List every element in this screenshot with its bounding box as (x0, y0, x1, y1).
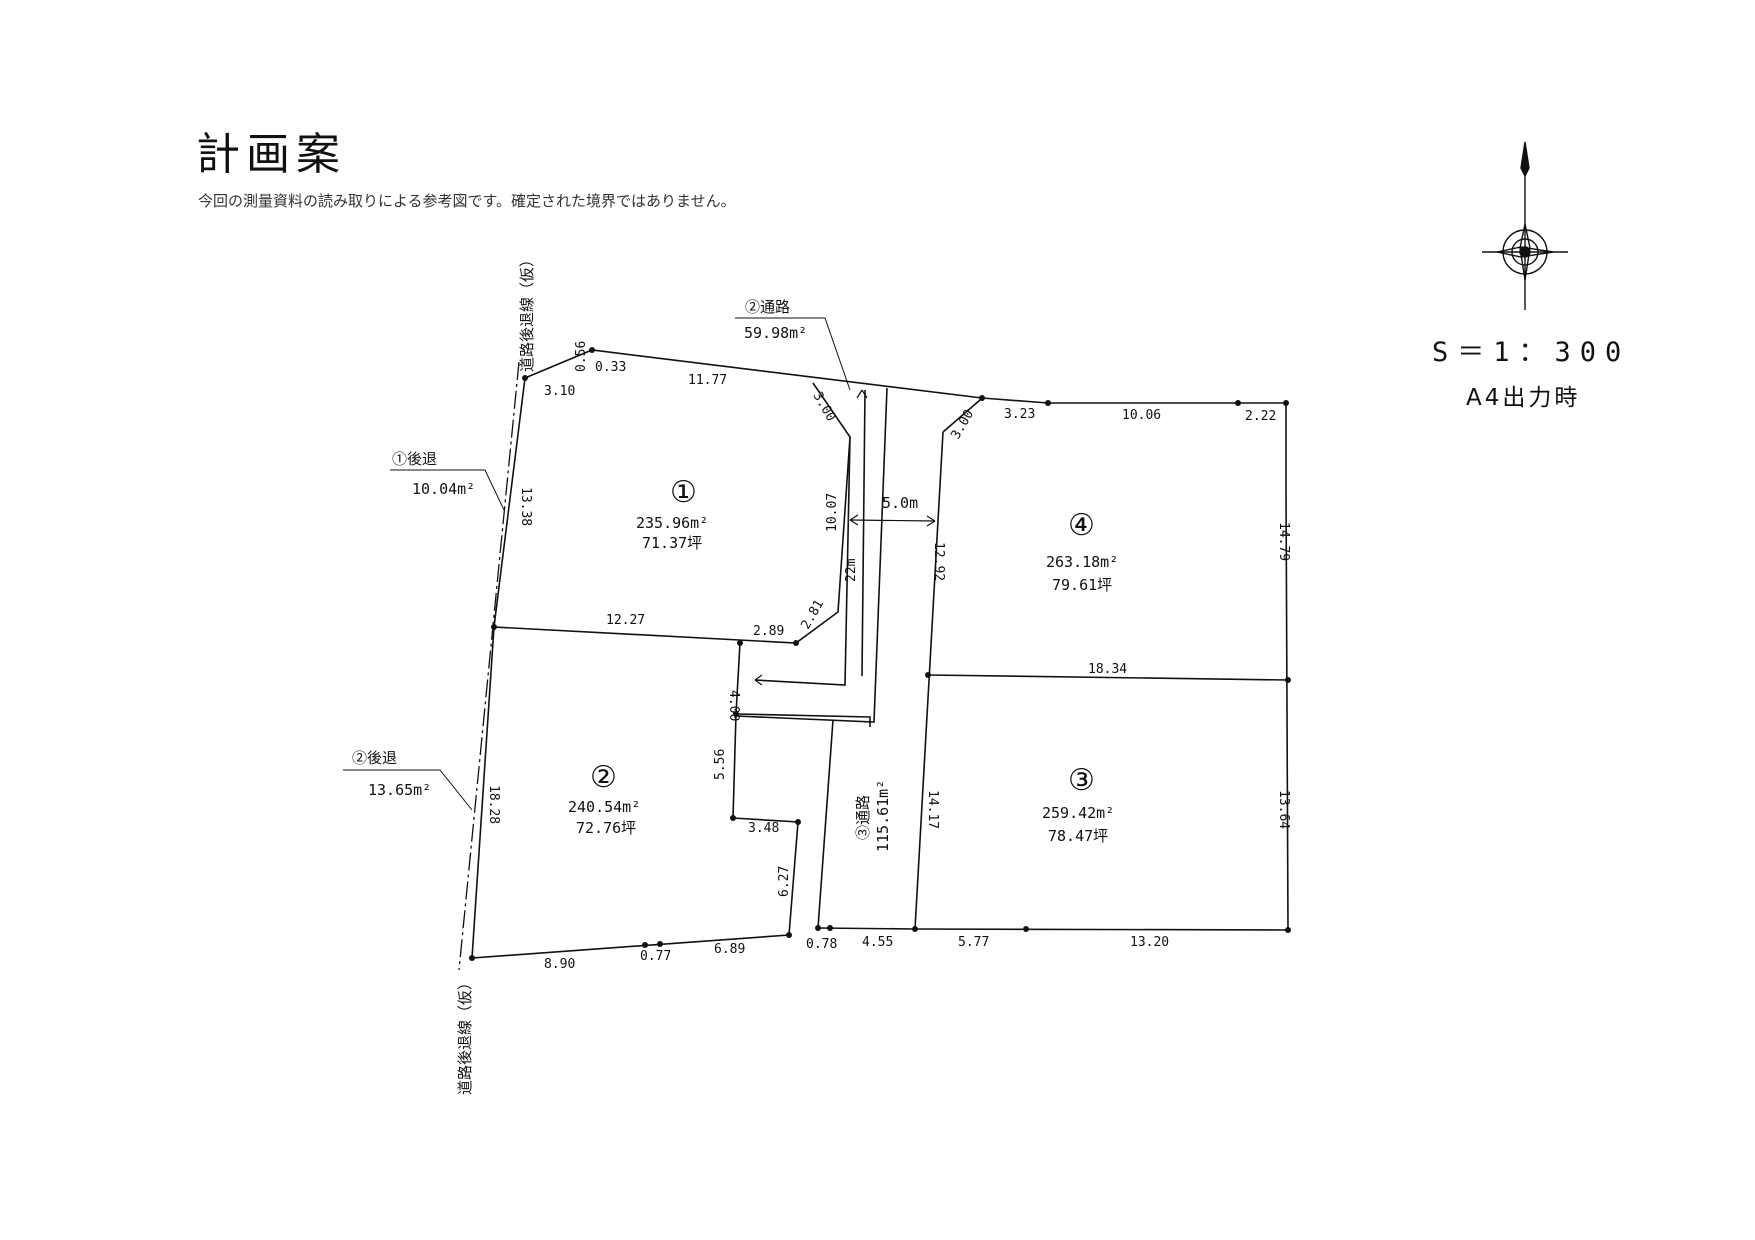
page-title: 計画案 (196, 129, 346, 180)
callout-setback1-leader (390, 469, 505, 511)
dim-label: 5.56 (713, 749, 728, 780)
dim-label: 13.20 (1130, 935, 1169, 950)
dim-label: 11.77 (688, 373, 727, 388)
callout-road3-value: 115.61m² (874, 780, 892, 852)
dim-label: 0.33 (595, 360, 626, 375)
road-width-label: 5.0m (882, 494, 918, 512)
lot-2-inner (735, 713, 871, 727)
lot-2-area-m2: 240.54m² (568, 798, 640, 816)
setback-line-label-top: 道路後退線（仮） (518, 252, 536, 372)
dim-label: 6.89 (714, 942, 745, 957)
lot-3-number: ③ (1068, 763, 1095, 798)
dim-label: 3.48 (748, 821, 779, 836)
dim-label: 4.55 (862, 935, 893, 950)
dim-label: 3.23 (1004, 407, 1035, 422)
dim-label: 14.79 (1276, 522, 1291, 561)
dim-label: 3.10 (544, 384, 575, 399)
dim-label: 2.22 (1245, 409, 1276, 424)
output-size-label: A4出力時 (1466, 385, 1581, 411)
callout-setback2-value: 13.65m² (368, 781, 431, 799)
dim-label: 5.77 (958, 935, 989, 950)
dim-label: 18.28 (486, 785, 501, 824)
dim-label: 6.27 (777, 866, 792, 897)
lot-divider-34 (927, 674, 1289, 681)
dim-label: 0.77 (640, 949, 671, 964)
setback-line (458, 361, 520, 971)
dim-label: 2.89 (753, 624, 784, 639)
road-2-right (735, 387, 888, 723)
dim-label: 2.81 (798, 597, 827, 632)
callout-road2-leader (735, 317, 851, 391)
dim-label: 22m (844, 558, 859, 582)
dim-label: 12.27 (606, 613, 645, 628)
lot-2-number: ② (590, 760, 617, 795)
boundary-top (524, 349, 1289, 931)
scale-label: S＝1：300 (1432, 337, 1631, 368)
lot-3-area-tsubo: 78.47坪 (1048, 827, 1108, 845)
road-3-left (817, 719, 834, 929)
callout-setback1-label: ①後退 (392, 450, 437, 468)
lot-4-number: ④ (1068, 508, 1095, 543)
lot-1-boundary (493, 377, 851, 644)
dim-label: 0.78 (806, 937, 837, 952)
lot-2-area-tsubo: 72.76坪 (576, 819, 636, 837)
dim-label: 14.17 (925, 790, 940, 829)
north-arrow-icon (1482, 141, 1568, 310)
lot-4-area-tsubo: 79.61坪 (1052, 576, 1112, 594)
dim-label: 18.34 (1088, 662, 1127, 677)
callout-road2-value: 59.98m² (744, 324, 807, 342)
lot-1-number: ① (670, 475, 697, 510)
callout-setback2-leader (343, 769, 473, 811)
dim-label: 3.00 (810, 390, 839, 425)
road-3-top (942, 399, 981, 433)
dim-label: 13.38 (518, 487, 533, 526)
callout-road3-label: ③通路 (854, 795, 872, 840)
setback-line-label-bottom: 道路後退線（仮） (456, 975, 474, 1095)
dim-label: 8.90 (544, 957, 575, 972)
dim-label: 10.07 (825, 493, 840, 532)
dim-label: 0.56 (574, 341, 589, 372)
lot-2-boundary (471, 626, 799, 959)
road-2-left (754, 436, 851, 686)
lot-3-area-m2: 259.42m² (1042, 804, 1114, 822)
dim-label: 10.06 (1122, 408, 1161, 423)
road-2-inner (861, 389, 866, 677)
boundary-bottom (817, 927, 1289, 931)
lot-1-area-tsubo: 71.37坪 (642, 534, 702, 552)
road-width-arrow (849, 519, 936, 522)
dim-label: 13.64 (1276, 790, 1291, 829)
dim-label: 12.92 (931, 542, 946, 581)
lot-1-area-m2: 235.96m² (636, 514, 708, 532)
disclaimer-note: 今回の測量資料の読み取りによる参考図です。確定された境界ではありません。 (198, 192, 736, 210)
callout-setback1-value: 10.04m² (412, 480, 475, 498)
callout-setback2-label: ②後退 (352, 749, 397, 767)
lot-4-area-m2: 263.18m² (1046, 553, 1118, 571)
dim-label: 4.00 (726, 690, 741, 721)
dim-label: 3.00 (948, 407, 977, 442)
road-3-right (914, 431, 944, 930)
callout-road2-label: ②通路 (745, 298, 790, 316)
